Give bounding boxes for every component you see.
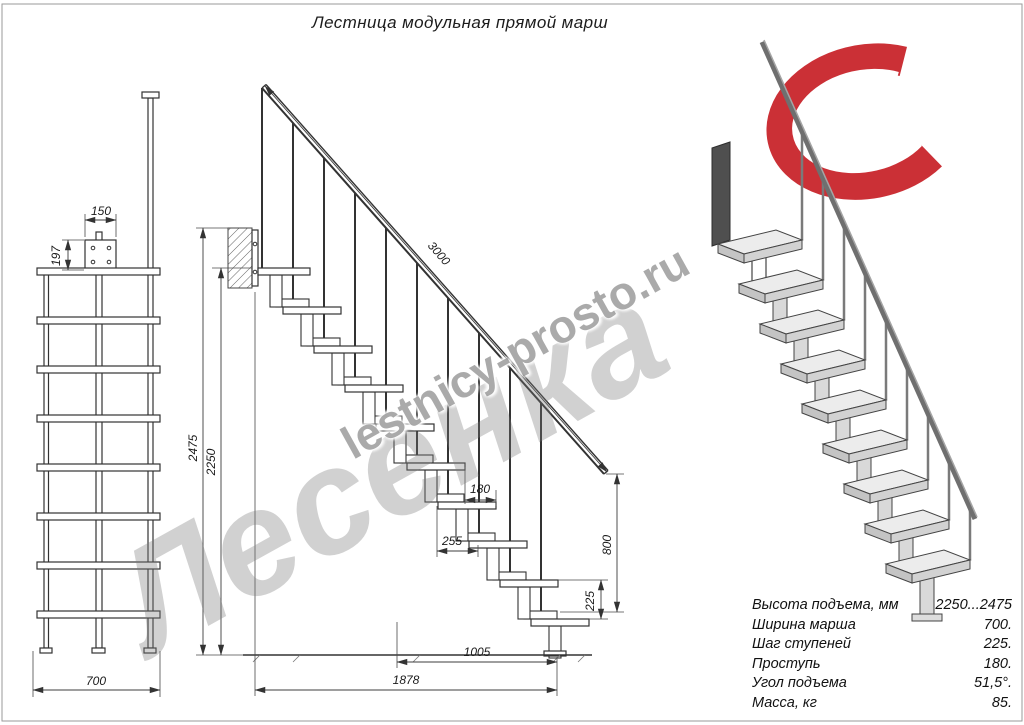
sheet-frame [1, 3, 1023, 722]
dim-module-length: 255 [441, 534, 462, 548]
wall-bracket-front [84, 239, 117, 271]
floor-hatch [252, 654, 586, 663]
spec-label: Высота подъема, мм [752, 597, 899, 613]
iso-steps [716, 132, 972, 622]
dim-step-rise: 225 [583, 591, 597, 612]
spec-value: 85. [991, 694, 1012, 711]
spec-row: Ширина марша 700. [752, 616, 1012, 636]
spec-row: Шаг ступеней 225. [752, 635, 1012, 655]
dim-total-height: 2475 [186, 434, 200, 462]
spec-label: Ширина марша [752, 616, 856, 633]
spec-row: Высота подъема, мм 2250...2475 [752, 596, 1012, 616]
dim-total-run: 1878 [393, 673, 420, 687]
spec-row: Угол подъема 51,5°. [752, 674, 1012, 694]
front-view-dimensions: 150 197 700 [32, 204, 161, 697]
front-view [36, 91, 161, 654]
spec-row: Проступь 180. [752, 655, 1012, 675]
brand-logo-swoosh [766, 43, 942, 200]
wall-bracket-3d [711, 141, 731, 247]
spec-value: 180. [983, 655, 1012, 672]
dim-floor-height: 2250 [204, 448, 218, 476]
step-front [36, 267, 161, 276]
balusters [261, 88, 542, 619]
spec-table: Высота подъема, мм 2250...2475 Ширина ма… [752, 596, 1012, 713]
spec-value: 225. [983, 636, 1012, 652]
spec-value: 700. [983, 616, 1012, 633]
dim-base-run: 1005 [464, 645, 491, 659]
spec-label: Угол подъема [752, 675, 847, 691]
side-view [227, 83, 609, 663]
drawing-title: Лестница модульная прямой марш [312, 13, 608, 32]
wall-section [227, 227, 253, 289]
dim-march-width: 700 [86, 674, 106, 688]
spec-label: Проступь [752, 655, 821, 672]
dim-bracket-height: 197 [49, 245, 63, 266]
dim-bracket-width: 150 [91, 204, 111, 218]
spec-label: Масса, кг [752, 694, 817, 711]
spec-row: Масса, кг 85. [752, 694, 1012, 714]
handrail [261, 83, 609, 475]
dim-tread-depth: 180 [470, 482, 490, 496]
dim-stringer-length: 3000 [425, 239, 453, 269]
spec-value: 2250...2475 [935, 597, 1012, 613]
spec-label: Шаг ступеней [752, 636, 852, 652]
iso-handrail [759, 39, 978, 521]
spec-value: 51,5°. [973, 675, 1012, 691]
dim-rail-height: 800 [600, 535, 614, 555]
iso-view [711, 39, 978, 622]
side-view-dimensions: 3000 2475 2250 180 255 800 225 [186, 85, 624, 696]
